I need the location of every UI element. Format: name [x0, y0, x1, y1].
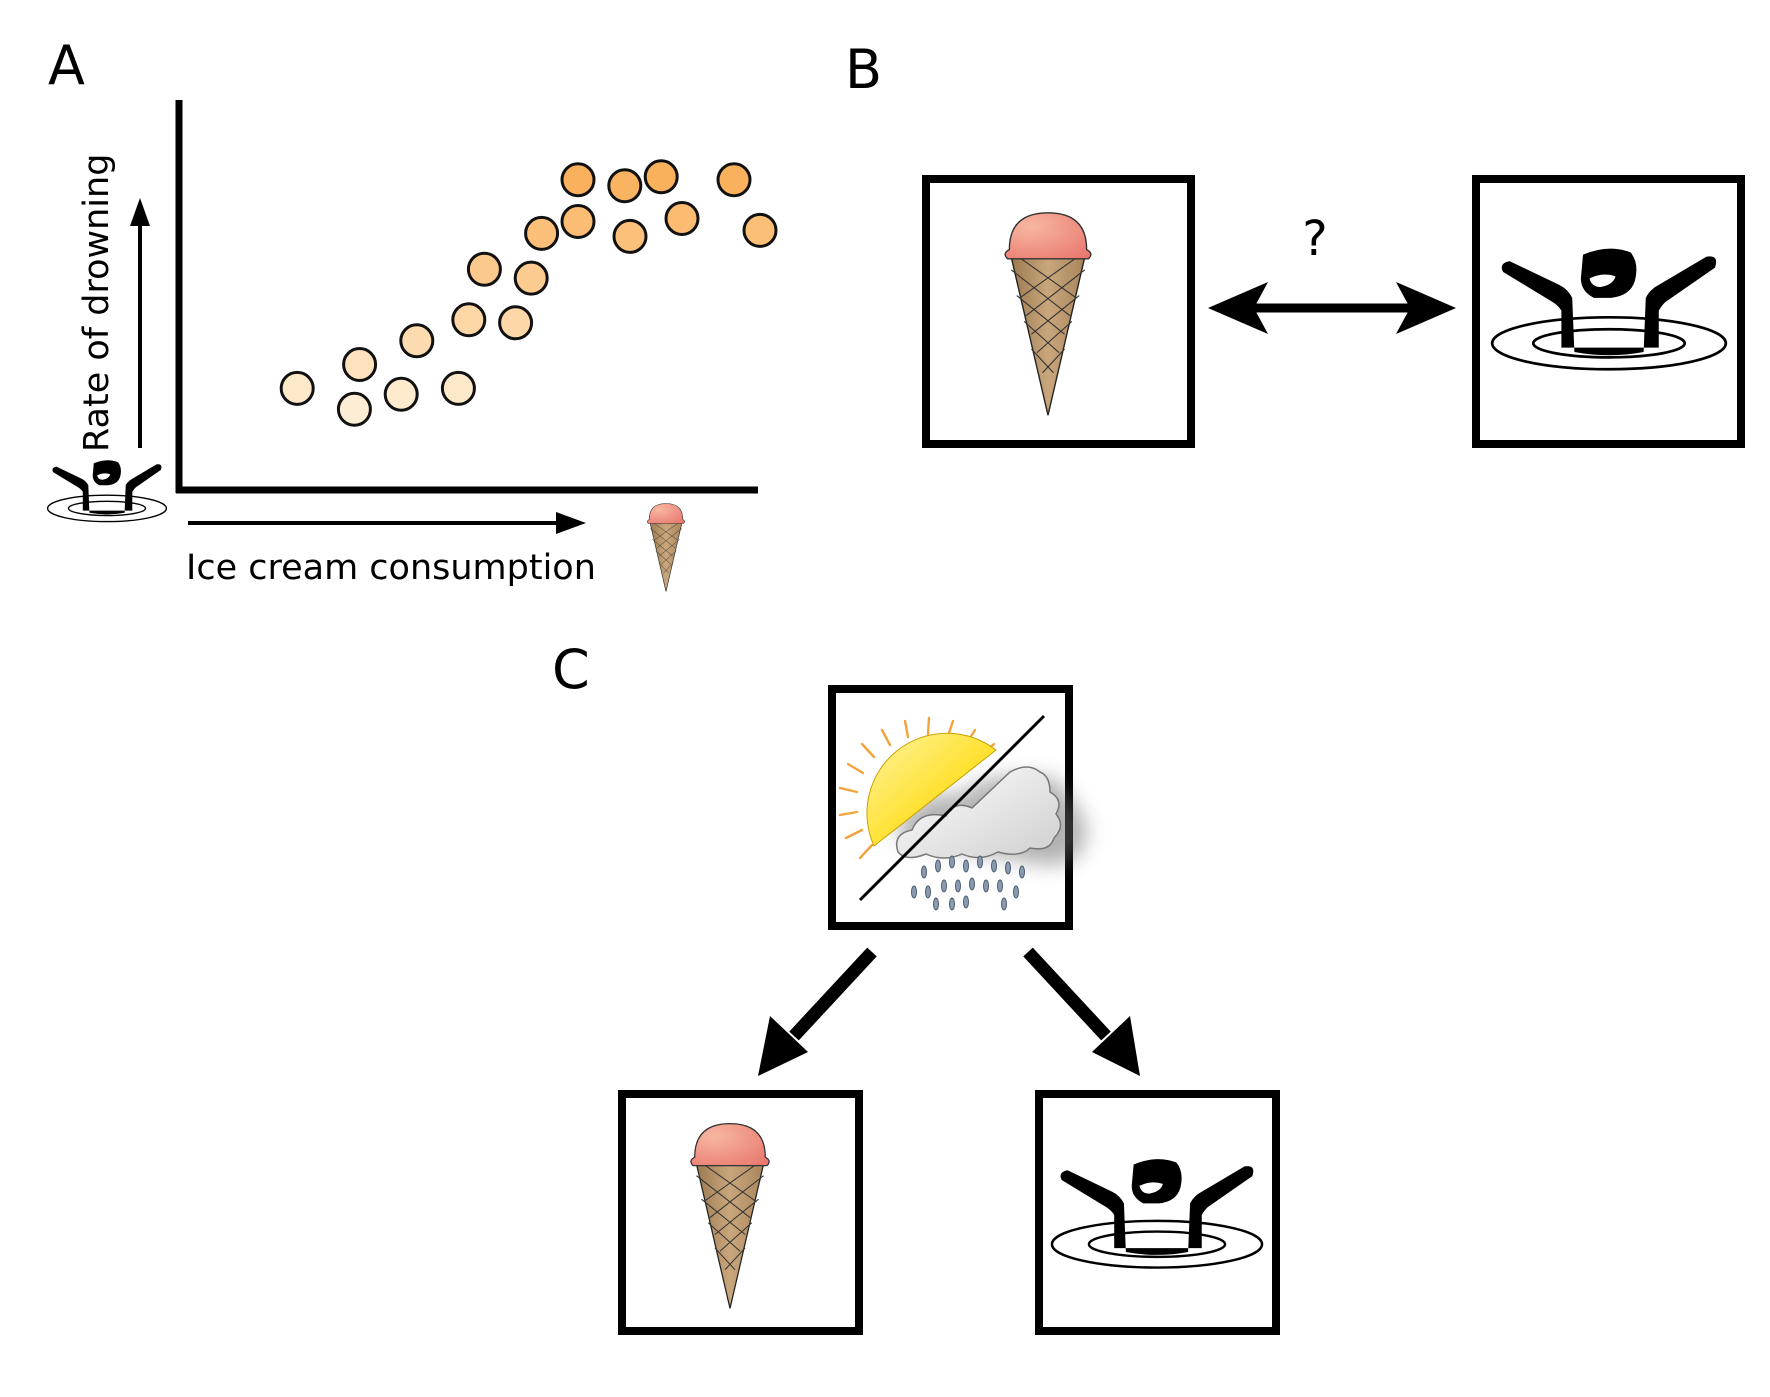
scatter-point-14 — [612, 218, 648, 254]
x-axis-arrow — [188, 512, 586, 534]
arrow-to-drowning — [1023, 947, 1140, 1076]
panel-a: A Rate of drowning Ice cream consumption — [46, 34, 778, 592]
scatter-point-17 — [716, 162, 752, 198]
scatter-point-18 — [742, 212, 778, 248]
scatter-point-6 — [451, 302, 487, 338]
panel-b-label: B — [845, 38, 882, 101]
x-axis-label: Ice cream consumption — [186, 548, 596, 588]
scatter-point-1 — [336, 391, 372, 427]
scatter-point-11 — [560, 204, 596, 239]
drowning-box — [1472, 175, 1745, 448]
panel-b: B ? — [845, 38, 1745, 448]
scatter-point-4 — [399, 323, 435, 359]
scatter-point-0 — [279, 370, 315, 406]
scatter-point-12 — [560, 162, 596, 198]
scatter-point-5 — [440, 370, 476, 406]
drowning-box-c — [1035, 1090, 1280, 1335]
y-axis-arrow — [130, 198, 150, 448]
panel-c-label: C — [552, 638, 590, 701]
bidirectional-arrow — [1208, 282, 1456, 334]
scatter-point-9 — [513, 260, 549, 296]
y-axis-label: Rate of drowning — [77, 154, 117, 452]
scatter-point-3 — [383, 376, 419, 412]
sun-and-rain-weather-icon — [838, 714, 1086, 911]
arrow-to-ice-cream — [758, 947, 877, 1076]
panel-c: C — [552, 638, 1280, 1335]
y-axis-drowning-person-icon — [46, 459, 168, 523]
x-axis-ice-cream-cone-icon — [647, 503, 685, 592]
scatter-point-2 — [342, 347, 378, 382]
scatter-point-13 — [607, 168, 643, 204]
scatter-points — [279, 159, 778, 427]
scatter-point-10 — [524, 215, 560, 251]
panel-a-label: A — [48, 34, 85, 97]
scatter-point-15 — [643, 159, 679, 195]
scatter-point-8 — [498, 305, 534, 341]
scatter-point-7 — [466, 251, 502, 287]
scatter-point-16 — [664, 201, 700, 236]
relation-question-mark: ? — [1302, 211, 1327, 267]
